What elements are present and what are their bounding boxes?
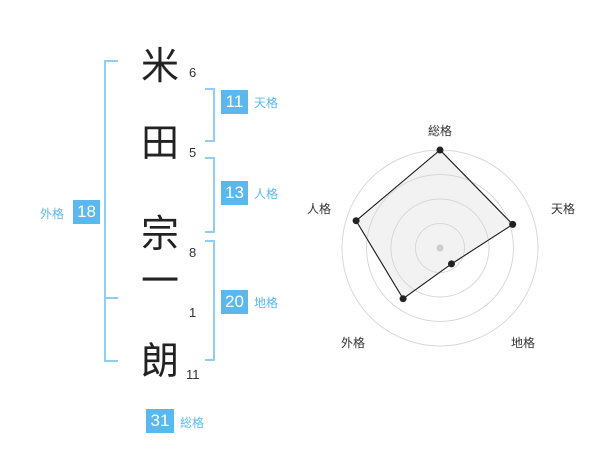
chikaku-label: 地格 bbox=[254, 296, 279, 310]
tenkaku-bracket bbox=[205, 88, 215, 142]
radar-point-1 bbox=[509, 220, 517, 228]
radar-axis-label-gaikaku: 外格 bbox=[341, 336, 366, 350]
stroke-count-4: 1 bbox=[189, 305, 197, 320]
name-char-1: 米 bbox=[140, 44, 179, 88]
radar-value-outline bbox=[355, 149, 514, 300]
radar-center-dot bbox=[436, 244, 444, 252]
jinkaku-label: 人格 bbox=[254, 187, 279, 201]
jinkaku-bracket bbox=[205, 157, 215, 233]
radar-grid-ring bbox=[366, 174, 514, 322]
radar-axis-label-chikaku: 地格 bbox=[511, 336, 536, 350]
radar-point-4 bbox=[352, 217, 360, 225]
tenkaku-badge: 11 bbox=[221, 90, 248, 114]
jinkaku-badge: 13 bbox=[221, 181, 248, 205]
gaikaku-bracket-tick bbox=[104, 297, 118, 299]
name-char-4: 一 bbox=[140, 259, 179, 303]
chikaku-badge: 20 bbox=[221, 290, 248, 314]
chikaku-bracket bbox=[205, 240, 215, 361]
soukaku-label: 総格 bbox=[180, 416, 205, 430]
radar-axis-label-soukaku: 総格 bbox=[428, 124, 453, 138]
radar-axis-label-tenkaku: 天格 bbox=[551, 202, 576, 216]
name-char-3: 宗 bbox=[140, 212, 179, 256]
radar-grid-ring bbox=[390, 198, 490, 298]
radar-point-3 bbox=[399, 295, 407, 303]
stroke-count-3: 8 bbox=[189, 245, 197, 260]
gaikaku-bracket bbox=[104, 60, 118, 362]
stroke-count-5: 11 bbox=[186, 367, 200, 382]
radar-axis-label-jinkaku: 人格 bbox=[307, 202, 332, 216]
soukaku-badge: 31 bbox=[146, 409, 174, 433]
gaikaku-badge: 18 bbox=[73, 200, 100, 224]
stroke-count-1: 6 bbox=[189, 65, 197, 80]
name-char-5: 朗 bbox=[140, 339, 179, 383]
radar-point-0 bbox=[436, 146, 444, 154]
tenkaku-label: 天格 bbox=[254, 96, 279, 110]
gaikaku-label: 外格 bbox=[40, 207, 65, 221]
radar-point-2 bbox=[448, 260, 455, 268]
stroke-count-2: 5 bbox=[189, 145, 197, 160]
name-char-2: 田 bbox=[140, 121, 179, 165]
